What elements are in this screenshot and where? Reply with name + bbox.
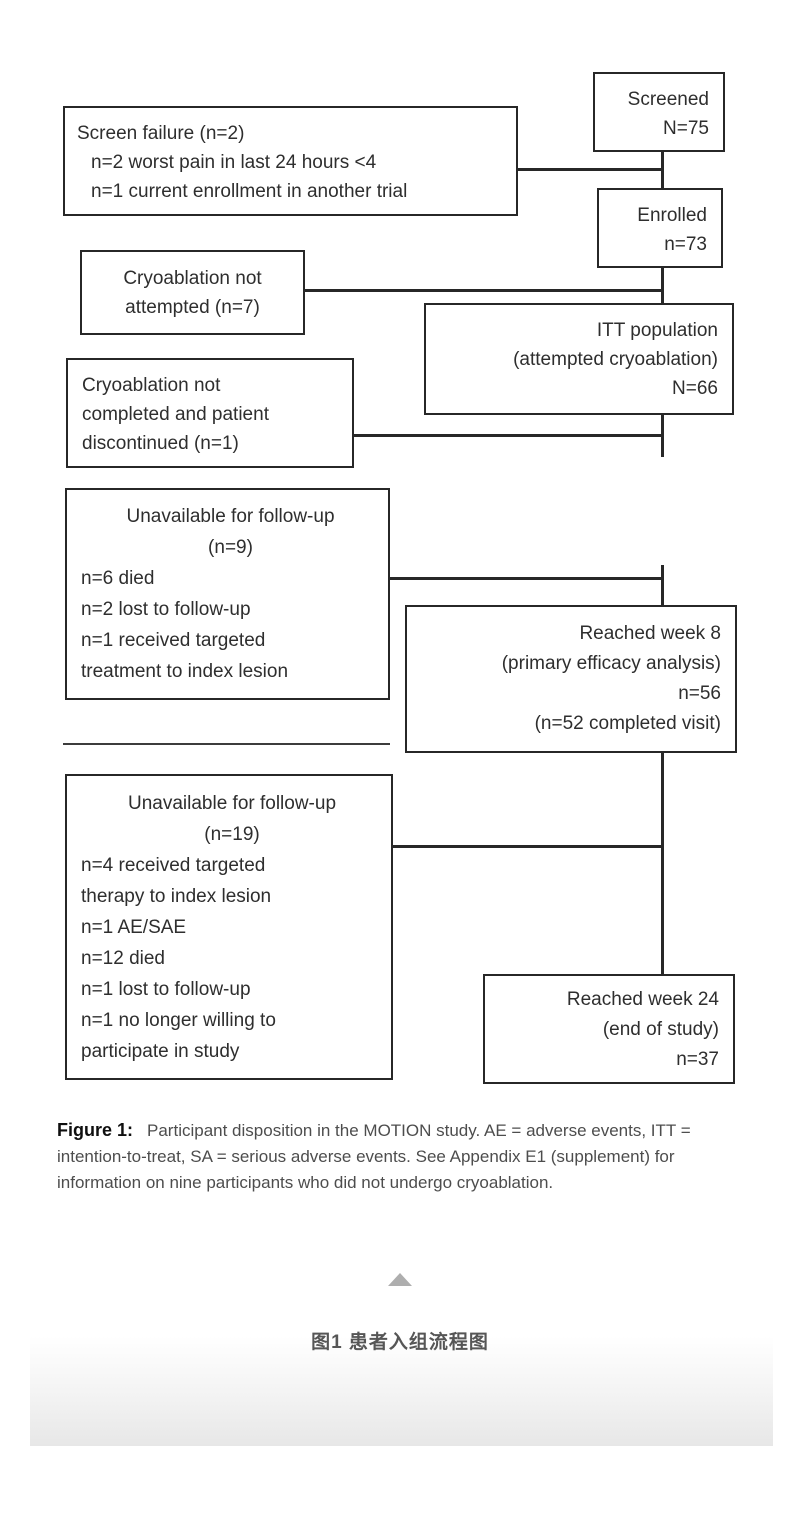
connector-cryo-not-completed xyxy=(353,434,664,437)
connector-safety-week8 xyxy=(661,565,664,607)
box-line: Reached week 24 xyxy=(566,989,719,1010)
box-line: n=1 received targeted xyxy=(81,630,266,651)
box-line: n=2 worst pain in last 24 hours <4 xyxy=(91,152,377,173)
flow-box-reached-week-24: Reached week 24 (end of study) n=37 xyxy=(483,974,735,1084)
box-line: n=56 xyxy=(678,683,721,704)
box-line: N=66 xyxy=(672,378,718,399)
box-line: (primary efficacy analysis) xyxy=(501,653,721,674)
box-line: n=1 lost to follow-up xyxy=(81,979,251,1000)
box-line: attempted (n=7) xyxy=(125,297,260,318)
separator-line xyxy=(63,743,390,745)
box-line: completed and patient xyxy=(82,404,269,425)
box-line: Screened xyxy=(627,89,709,110)
box-line: (n=9) xyxy=(208,537,253,558)
box-line: n=1 no longer willing to xyxy=(81,1010,276,1031)
figure-caption-label: Figure 1: xyxy=(57,1120,134,1140)
flow-box-screen-failure: Screen failure (n=2) n=2 worst pain in l… xyxy=(63,106,518,216)
flow-box-cryoablation-not-completed: Cryoablation not completed and patient d… xyxy=(66,358,354,468)
box-line: treatment to index lesion xyxy=(81,661,289,682)
box-line: Reached week 8 xyxy=(579,623,721,644)
box-line: (n=52 completed visit) xyxy=(534,713,721,734)
box-line: n=4 received targeted xyxy=(81,855,266,876)
box-line: n=1 AE/SAE xyxy=(81,917,187,938)
box-line: n=12 died xyxy=(81,948,165,969)
flow-box-screened: Screened N=75 xyxy=(593,72,725,152)
flow-box-reached-week-8: Reached week 8 (primary efficacy analysi… xyxy=(405,605,737,753)
box-line: ITT population xyxy=(596,320,718,341)
connector-unavailable-9 xyxy=(389,577,664,580)
box-line: Screen failure (n=2) xyxy=(77,123,245,144)
bottom-gradient-panel xyxy=(30,1336,773,1446)
connector-week8-week24 xyxy=(661,751,664,976)
box-line: (n=19) xyxy=(204,824,260,845)
box-line: Enrolled xyxy=(637,205,707,226)
connector-cryo-not-attempted xyxy=(304,289,664,292)
flow-box-itt-population: ITT population (attempted cryoablation) … xyxy=(424,303,734,415)
box-line: n=37 xyxy=(676,1049,719,1070)
figure-caption-text: Participant disposition in the MOTION st… xyxy=(57,1121,691,1192)
box-line: participate in study xyxy=(81,1041,240,1062)
box-line: (end of study) xyxy=(602,1019,719,1040)
flow-box-cryoablation-not-attempted: Cryoablation not attempted (n=7) xyxy=(80,250,305,335)
connector-enrolled-itt xyxy=(661,266,664,305)
box-line: N=75 xyxy=(663,118,709,139)
flow-box-enrolled: Enrolled n=73 xyxy=(597,188,723,268)
figure-caption-zh: 图1 患者入组流程图 xyxy=(311,1332,489,1353)
figure-caption: Figure 1:Participant disposition in the … xyxy=(57,1117,752,1196)
flow-box-unavailable-followup-19: Unavailable for follow-up (n=19) n=4 rec… xyxy=(65,774,393,1080)
box-line: Unavailable for follow-up xyxy=(127,793,337,814)
connector-screen-failure xyxy=(517,168,664,171)
box-line: n=2 lost to follow-up xyxy=(81,599,251,620)
box-line: Unavailable for follow-up xyxy=(126,506,335,527)
connector-screened-enrolled xyxy=(661,151,664,190)
box-line: Cryoablation not xyxy=(123,268,262,289)
box-line: discontinued (n=1) xyxy=(82,433,239,454)
collapse-up-triangle-icon[interactable] xyxy=(388,1273,412,1286)
box-line: n=6 died xyxy=(81,568,155,589)
box-line: therapy to index lesion xyxy=(81,886,272,907)
flow-box-unavailable-followup-9: Unavailable for follow-up (n=9) n=6 died… xyxy=(65,488,390,700)
box-line: (attempted cryoablation) xyxy=(513,349,718,370)
connector-unavailable-19 xyxy=(392,845,664,848)
box-line: Cryoablation not xyxy=(82,375,221,396)
box-line: n=73 xyxy=(664,234,707,255)
box-line: n=1 current enrollment in another trial xyxy=(91,181,408,202)
